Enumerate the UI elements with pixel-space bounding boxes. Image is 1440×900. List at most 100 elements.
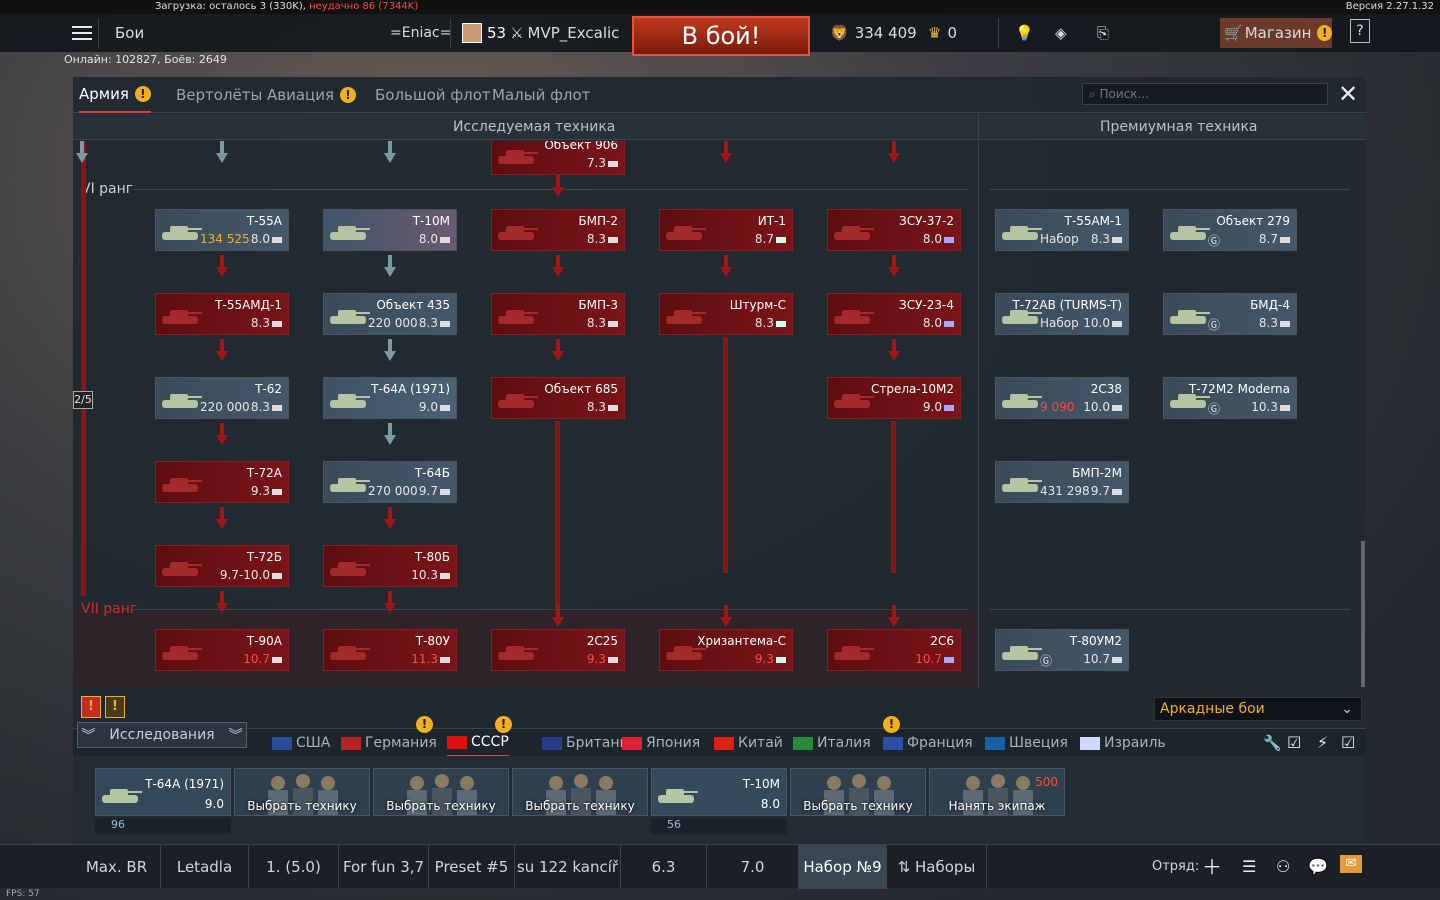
crew-slot-0[interactable]: Т-64А (1971)9.0 bbox=[95, 768, 231, 816]
preset-tab-2[interactable]: 1. (5.0) bbox=[249, 845, 339, 889]
nation-tab-1[interactable]: Германия bbox=[341, 729, 437, 757]
nation-tab-2[interactable]: СССР bbox=[447, 729, 509, 757]
nation-tab-9[interactable]: Израиль bbox=[1080, 729, 1166, 757]
tab-2[interactable]: Авиация! bbox=[267, 77, 357, 113]
to-battle-button[interactable]: В бой! bbox=[632, 16, 810, 56]
coupon-icon[interactable]: ⎘ bbox=[1097, 24, 1110, 42]
vehicle-name: 2С38 bbox=[1090, 382, 1122, 396]
vehicle-card-t64a[interactable]: Т-64А (1971)9.0 bbox=[323, 377, 457, 419]
friends-icon[interactable]: ⚇ bbox=[1276, 857, 1291, 876]
nation-tab-8[interactable]: Швеция bbox=[985, 729, 1068, 757]
battles-menu[interactable]: Бои bbox=[115, 24, 145, 42]
preset-tab-0[interactable]: Max. BR bbox=[73, 845, 161, 889]
warning-shield-icon[interactable]: ! bbox=[105, 696, 125, 718]
preset-tab-7[interactable]: 7.0 bbox=[707, 845, 799, 889]
tank-icon bbox=[328, 554, 370, 580]
crew-slot-1[interactable]: Выбрать технику bbox=[234, 768, 370, 816]
tree-scrollbar[interactable] bbox=[1361, 541, 1365, 687]
nation-tab-4[interactable]: Япония bbox=[622, 729, 700, 757]
crew-slot-5[interactable]: Выбрать технику bbox=[790, 768, 926, 816]
preset-tab-6[interactable]: 6.3 bbox=[621, 845, 707, 889]
checkmark-icon[interactable]: ☑ bbox=[1341, 733, 1356, 752]
decal-icon[interactable]: ◈ bbox=[1055, 24, 1067, 42]
help-icon[interactable]: ? bbox=[1350, 19, 1370, 43]
tab-1[interactable]: Вертолёты bbox=[176, 77, 262, 113]
nation-tab-5[interactable]: Китай bbox=[714, 729, 783, 757]
nation-tab-3[interactable]: Британия bbox=[542, 729, 637, 757]
close-icon[interactable]: ✕ bbox=[1337, 80, 1359, 108]
game-mode-select[interactable]: Аркадные бои⌄ bbox=[1154, 697, 1362, 721]
wrench-icon[interactable]: 🔧 bbox=[1263, 734, 1282, 752]
shop-button[interactable]: 🛒Магазин! bbox=[1220, 18, 1332, 48]
nation-tab-7[interactable]: Франция bbox=[883, 729, 973, 757]
nation-label: Япония bbox=[646, 735, 701, 751]
warning-icon: ! bbox=[495, 716, 512, 733]
preset-tab-1[interactable]: Letadla bbox=[161, 845, 249, 889]
rank-progress-counter: 2/5 bbox=[73, 391, 93, 409]
chat-icon[interactable]: 💬 bbox=[1308, 857, 1328, 876]
crew-slot-2[interactable]: Выбрать технику bbox=[373, 768, 509, 816]
preset-tab-8[interactable]: Набор №9 bbox=[799, 845, 887, 889]
tab-4[interactable]: Малый флот bbox=[492, 77, 590, 113]
fast-repair-icon[interactable]: ⚡ bbox=[1317, 733, 1329, 752]
mail-icon[interactable]: ✉ bbox=[1340, 855, 1362, 873]
preset-tab-4[interactable]: Preset #5 bbox=[429, 845, 515, 889]
gold-balance[interactable]: ♛0 bbox=[928, 14, 957, 52]
nation-tab-0[interactable]: США bbox=[272, 729, 330, 757]
nation-tab-6[interactable]: Италия bbox=[793, 729, 871, 757]
preset-tab-5[interactable]: su 122 kancíř bbox=[515, 845, 621, 889]
list-icon[interactable]: ☰ bbox=[1242, 857, 1257, 876]
vehicle-name: Штурм-С bbox=[729, 298, 786, 312]
silver-balance[interactable]: 🦁334 409 bbox=[830, 14, 917, 52]
lightbulb-icon[interactable]: 💡 bbox=[1015, 24, 1034, 42]
preset-tab-3[interactable]: For fun 3,7 bbox=[339, 845, 429, 889]
tab-0[interactable]: Армия! bbox=[79, 77, 151, 113]
add-squad-member-icon[interactable]: ＋ bbox=[1202, 855, 1222, 879]
checkmark-icon[interactable]: ☑ bbox=[1287, 733, 1302, 752]
tab-3[interactable]: Большой флот bbox=[375, 77, 491, 113]
vehicle-role-icon bbox=[1112, 320, 1122, 327]
squad-name[interactable]: =Eniac= bbox=[390, 25, 452, 41]
player-profile[interactable]: 53 ⚔ MVP_Excalic bbox=[462, 14, 619, 52]
preset-tab-9[interactable]: ⇅ Наборы bbox=[887, 845, 987, 889]
warning-icon[interactable]: ! bbox=[81, 696, 101, 718]
search-input[interactable] bbox=[1082, 83, 1328, 105]
research-toggle-button[interactable]: ︾Исследования︾ bbox=[77, 722, 247, 748]
hamburger-menu-icon[interactable] bbox=[72, 14, 92, 52]
crew-slot-3[interactable]: Выбрать технику bbox=[512, 768, 648, 816]
